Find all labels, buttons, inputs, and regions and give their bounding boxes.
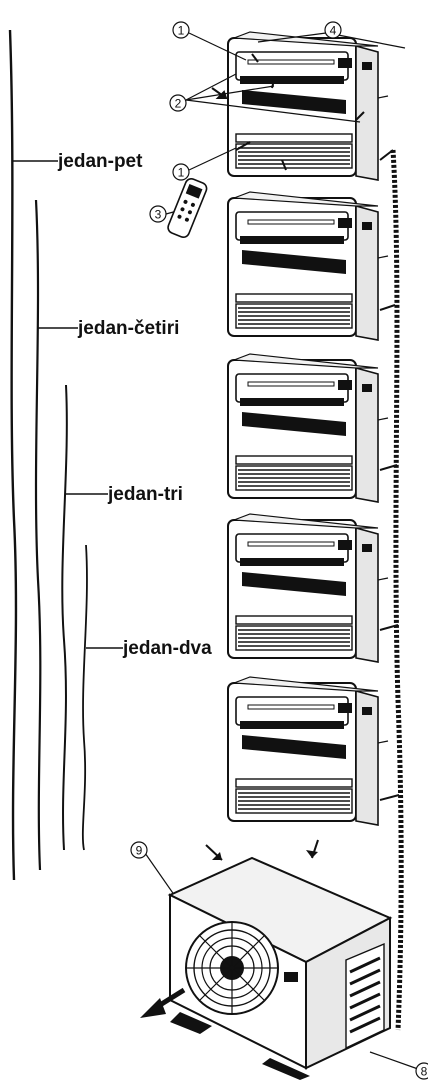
label-jedan-pet: jedan-pet [58, 151, 143, 172]
callout-1-bottom-text: 1 [178, 166, 185, 180]
callout-4: 4 [324, 21, 342, 39]
callout-1-top: 1 [172, 21, 190, 39]
outdoor-unit [140, 839, 393, 1080]
callout-2: 2 [169, 94, 187, 112]
callout-9: 9 [130, 841, 148, 859]
callout-3: 3 [149, 205, 167, 223]
bracket-lines [8, 29, 123, 881]
label-jedan-dva: jedan-dva [123, 638, 212, 659]
callout-2-text: 2 [175, 97, 182, 111]
callout-4-text: 4 [330, 24, 337, 38]
callout-3-text: 3 [155, 208, 162, 222]
callout-1-top-text: 1 [178, 24, 185, 38]
label-jedan-tri: jedan-tri [108, 484, 183, 505]
callout-8: 8 [415, 1062, 428, 1080]
remote-control [167, 178, 208, 239]
refrigerant-pipe [379, 149, 404, 1031]
callout-1-bottom: 1 [172, 163, 190, 181]
indoor-unit-2 [227, 191, 389, 341]
callout-8-text: 8 [421, 1065, 428, 1079]
callout-9-text: 9 [136, 844, 143, 858]
label-jedan-cetiri: jedan-četiri [78, 318, 180, 339]
indoor-unit-5 [227, 676, 389, 826]
indoor-unit-3 [227, 353, 389, 503]
indoor-unit-4 [227, 513, 389, 663]
